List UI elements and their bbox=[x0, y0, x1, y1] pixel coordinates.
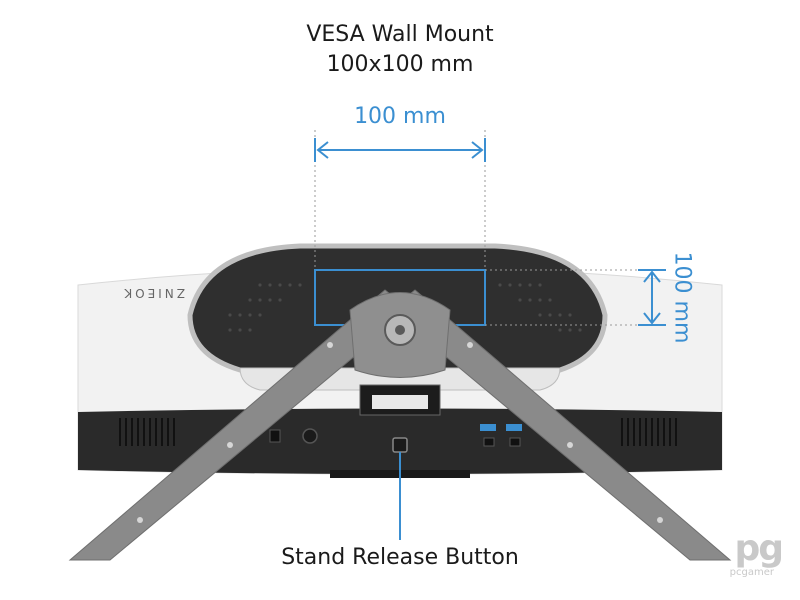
port-icon-4 bbox=[509, 437, 521, 447]
usb-port-icon-2 bbox=[506, 424, 522, 431]
usb-port-icon bbox=[480, 424, 496, 431]
watermark-logo: pg bbox=[734, 528, 784, 569]
v-dim-arrow-bottom bbox=[643, 312, 661, 325]
power-button-icon bbox=[302, 428, 318, 444]
stand-release-button-icon bbox=[392, 437, 408, 453]
stand-hinge-center bbox=[395, 325, 405, 335]
h-dim-arrow-left bbox=[316, 141, 329, 159]
port-icon bbox=[269, 429, 281, 443]
left-vent-grille bbox=[119, 418, 175, 446]
stand-neck-inner bbox=[372, 395, 428, 409]
v-dim-arrow-top bbox=[643, 270, 661, 283]
vertical-dimension-label: 100 mm bbox=[669, 251, 695, 344]
h-dim-arrow-right bbox=[471, 141, 484, 159]
watermark-subtext: pcgamer bbox=[729, 567, 774, 578]
perforation-pattern bbox=[228, 283, 582, 332]
stand-release-label: Stand Release Button bbox=[281, 545, 519, 570]
ports-right bbox=[480, 424, 522, 447]
monitor-brand-logo: ZNIEOK bbox=[121, 286, 185, 300]
vesa-title-line2: 100x100 mm bbox=[326, 52, 474, 77]
ports-left bbox=[269, 428, 318, 444]
horizontal-dimension-label: 100 mm bbox=[354, 104, 446, 129]
vesa-title-line1: VESA Wall Mount bbox=[306, 22, 494, 47]
stand-legs bbox=[68, 289, 732, 561]
right-vent-grille bbox=[621, 418, 677, 446]
port-icon-3 bbox=[483, 437, 495, 447]
